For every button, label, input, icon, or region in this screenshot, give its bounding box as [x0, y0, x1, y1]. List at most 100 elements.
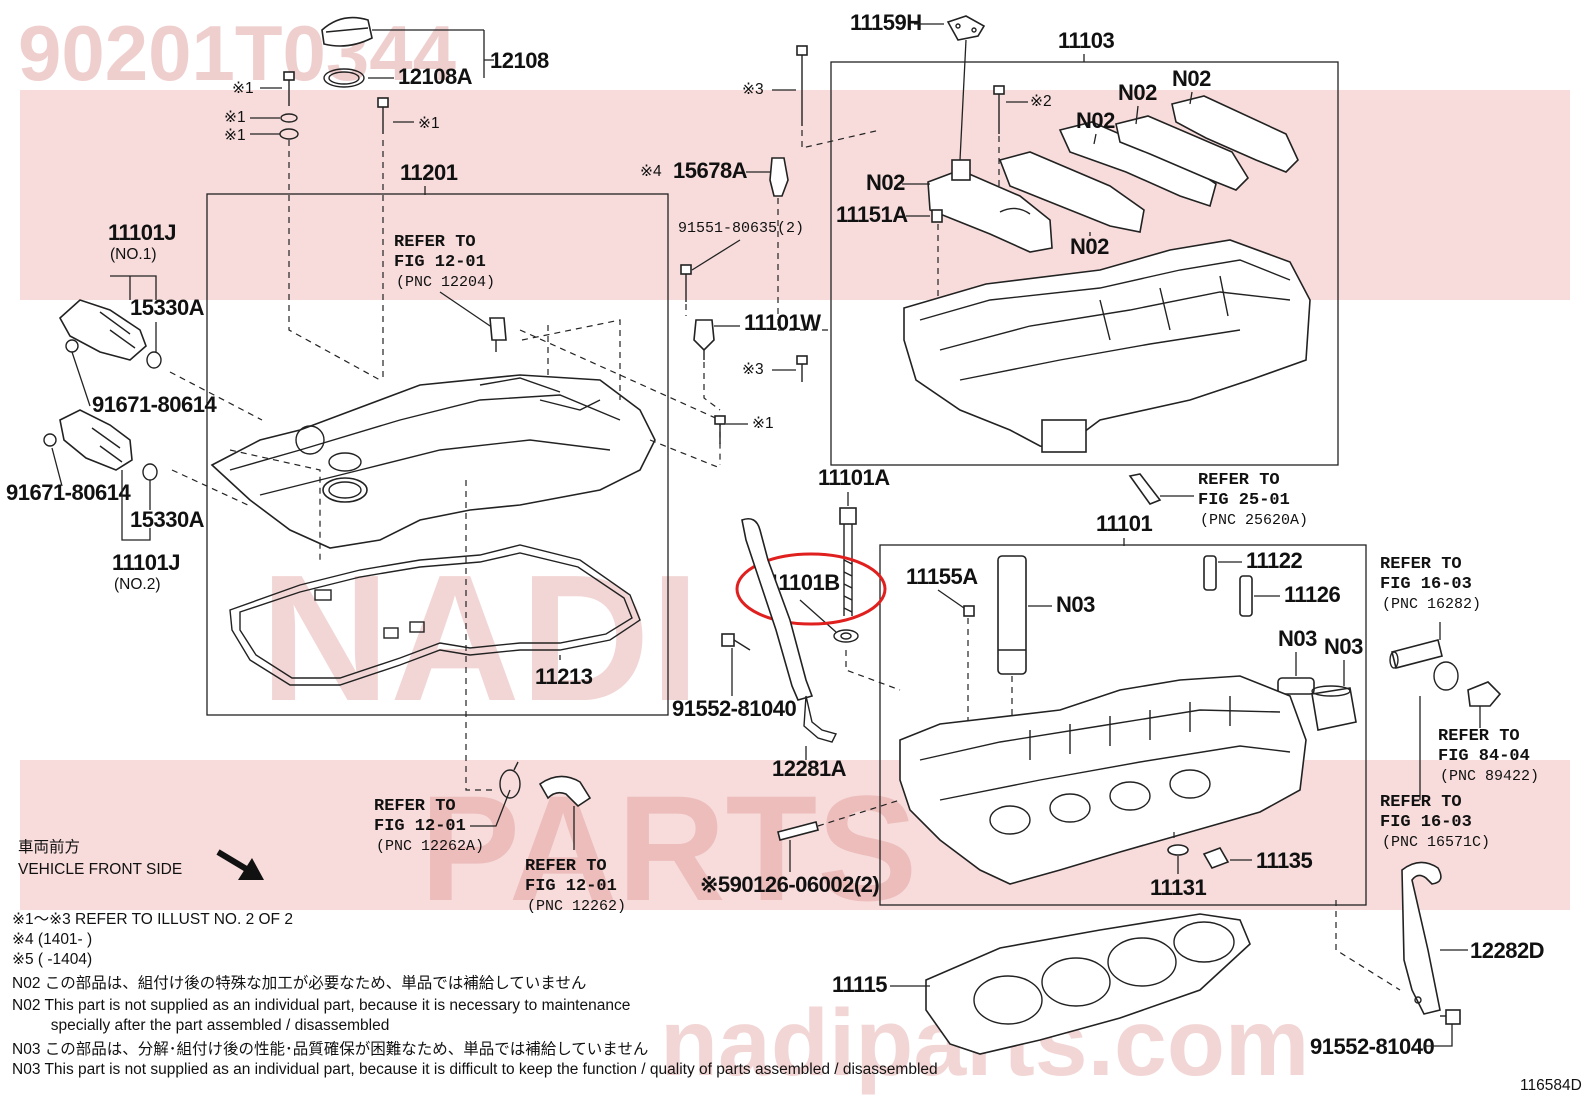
- label-11131: 11131: [1150, 875, 1207, 900]
- svg-text:FIG 12-01: FIG 12-01: [374, 817, 466, 836]
- camshaft-housing: [903, 239, 1311, 453]
- box-cylinder-head: [879, 544, 1367, 906]
- label-n03-b: N03: [1278, 626, 1317, 651]
- oil-control-valve-no1: [58, 299, 162, 369]
- label-91671-80614-b: 91671-80614: [6, 480, 131, 505]
- label-15678a-mark: ※4: [640, 163, 662, 180]
- label-15330a-1: 15330A: [130, 295, 205, 320]
- label-590126: ※590126-06002(2): [700, 872, 879, 897]
- bolt-long-top: [796, 45, 808, 126]
- watermark-brand-bottom: PARTS: [420, 764, 917, 932]
- svg-text:FIG 16-03: FIG 16-03: [1380, 813, 1472, 832]
- mark-1b: ※1: [224, 109, 246, 126]
- dowel-11151a: [931, 209, 943, 223]
- mark-1d: ※1: [418, 115, 440, 132]
- refer-block-16282: REFER TO FIG 16-03 (PNC 16282): [1380, 555, 1481, 613]
- vehicle-front-arrow-icon: [216, 849, 264, 880]
- label-11101w: 11101W: [744, 310, 821, 335]
- svg-text:(PNC 25620A): (PNC 25620A): [1200, 512, 1308, 529]
- plug-11135: [1202, 847, 1230, 869]
- label-11101j-no1-sub: (NO.1): [110, 246, 157, 263]
- oil-filler-cap: [321, 16, 373, 88]
- label-15330a-2: 15330A: [130, 507, 205, 532]
- svg-text:(PNC 16571C): (PNC 16571C): [1382, 834, 1490, 851]
- cylinder-head: [899, 675, 1307, 885]
- page-title-part-number: 90201T0344: [18, 9, 456, 97]
- label-n02-e: N02: [1070, 234, 1109, 259]
- label-11101j-no1: 11101J: [108, 220, 176, 245]
- label-11201: 11201: [400, 160, 458, 185]
- chain-guide-12281a: [741, 517, 838, 743]
- bolt-mark3b: [796, 355, 808, 382]
- sensor-15678a: [769, 157, 789, 197]
- svg-text:REFER TO: REFER TO: [1438, 727, 1520, 746]
- vehicle-front-en: VEHICLE FRONT SIDE: [18, 861, 182, 878]
- note-8: N03 This part is not supplied as an indi…: [12, 1061, 938, 1078]
- vehicle-front-jp: 車両前方: [18, 838, 80, 856]
- label-n02-c: N02: [1118, 80, 1157, 105]
- refer-block-25620a: REFER TO FIG 25-01 (PNC 25620A): [1198, 471, 1308, 529]
- label-15678a: 15678A: [673, 158, 748, 183]
- refer-block-89422: REFER TO FIG 84-04 (PNC 89422): [1438, 727, 1539, 785]
- mark-2: ※2: [1030, 93, 1052, 110]
- refer-block-16571c: REFER TO FIG 16-03 (PNC 16571C): [1380, 793, 1490, 851]
- label-11135: 11135: [1256, 848, 1313, 873]
- refer-block-12262a: REFER TO FIG 12-01 (PNC 12262A): [374, 797, 484, 855]
- svg-text:(PNC 16282): (PNC 16282): [1382, 596, 1481, 613]
- mark-1c: ※1: [224, 127, 246, 144]
- bracket-12282d: [1401, 861, 1442, 1015]
- label-n03-a: N03: [1056, 592, 1095, 617]
- label-12108a: 12108A: [398, 64, 473, 89]
- mark-1a: ※1: [232, 80, 254, 97]
- svg-text:FIG 12-01: FIG 12-01: [525, 877, 617, 896]
- mark-1e: ※1: [752, 415, 774, 432]
- note-6: specially after the part assembled / dis…: [12, 1017, 389, 1034]
- label-91671-80614-a: 91671-80614: [92, 392, 217, 417]
- guide-n03-tall: [997, 555, 1027, 675]
- stud-590126: [777, 821, 819, 841]
- label-11101j-no2-sub: (NO.2): [114, 576, 161, 593]
- hose-12262: [538, 775, 592, 808]
- svg-text:FIG 84-04: FIG 84-04: [1438, 747, 1530, 766]
- label-12108: 12108: [490, 48, 549, 73]
- stud-25620a: [1128, 473, 1162, 505]
- bolt-91551: [680, 264, 692, 302]
- svg-text:REFER TO: REFER TO: [1380, 555, 1462, 574]
- label-11126: 11126: [1284, 582, 1341, 607]
- label-91551-80635: 91551-80635(2): [678, 220, 804, 237]
- label-11115: 11115: [832, 972, 887, 997]
- label-11151a: 11151A: [836, 202, 908, 227]
- bracket-11159h: [946, 15, 986, 41]
- label-n02-d: N02: [1172, 66, 1211, 91]
- label-11213: 11213: [535, 664, 593, 689]
- refer-block-12204: REFER TO FIG 12-01 (PNC 12204): [394, 233, 495, 291]
- bolt-mark2: [993, 85, 1005, 134]
- svg-text:(PNC 12204): (PNC 12204): [396, 274, 495, 291]
- figure-code: 116584D: [1520, 1077, 1582, 1094]
- highlight-ring-11101b: [735, 552, 887, 626]
- sleeve-n03-small: [1277, 677, 1315, 695]
- label-11103: 11103: [1058, 28, 1115, 53]
- cam-position-sensor: [693, 319, 715, 360]
- note-4: N02 この部品は、組付け後の特殊な加工が必要なため、単品では補給していません: [12, 974, 586, 992]
- label-n02-b: N02: [1076, 108, 1115, 133]
- svg-text:FIG 12-01: FIG 12-01: [394, 253, 486, 272]
- svg-text:(PNC 12262A): (PNC 12262A): [376, 838, 484, 855]
- valve-guide-11126: [1239, 575, 1253, 617]
- note-2: ※4 (1401- ): [12, 931, 92, 948]
- label-91552-81040-a: 91552-81040: [672, 696, 796, 721]
- svg-text:REFER TO: REFER TO: [525, 857, 607, 876]
- cylinder-head-cover: [210, 374, 656, 549]
- note-1: ※1～※3 REFER TO ILLUST NO. 2 OF 2: [12, 911, 293, 928]
- label-11159h: 11159H: [850, 10, 922, 35]
- label-11155a: 11155A: [906, 564, 978, 589]
- box-cylinder-head-cover: [206, 193, 669, 716]
- svg-text:REFER TO: REFER TO: [374, 797, 456, 816]
- head-cover-gasket: [229, 544, 641, 686]
- label-12281a: 12281A: [772, 756, 847, 781]
- label-11101a: 11101A: [818, 465, 890, 490]
- label-91552-81040-b: 91552-81040: [1310, 1034, 1434, 1059]
- hose-clip: [499, 761, 521, 799]
- svg-text:REFER TO: REFER TO: [1198, 471, 1280, 490]
- pipe-16282: [1389, 639, 1459, 691]
